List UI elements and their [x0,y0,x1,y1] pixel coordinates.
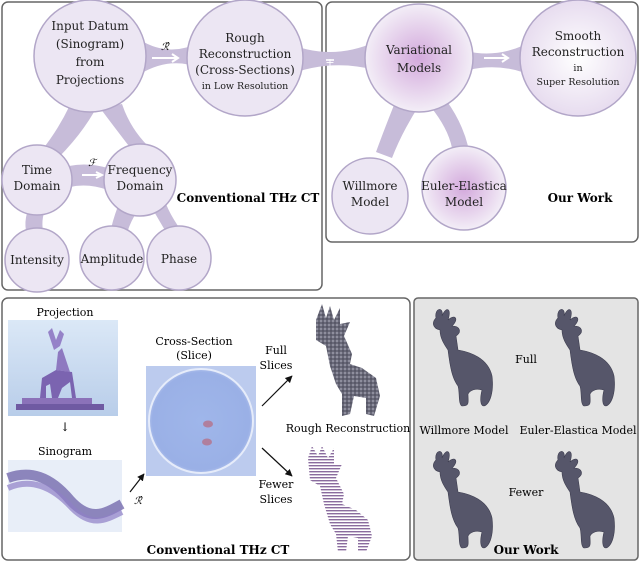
bubble-rough-reconstruction [186,0,304,117]
top-bubble-texts: Input Datum (Sinogram) from Projections … [10,19,624,267]
amplitude-label: Amplitude [80,252,144,266]
deer-euler-full [555,309,615,407]
our-work-label-bottom: Our Work [494,543,560,557]
fewer-slices-line1: Fewer [259,478,294,491]
operator-f: ℱ [88,158,98,169]
conventional-thz-ct-frame [1,1,323,291]
bubble-euler-elastica [421,145,507,231]
sinogram-title: Sinogram [38,445,93,458]
our-work-label-top: Our Work [548,191,614,205]
to-full-slices-arrow [261,375,293,407]
willmore-model-label: Willmore Model [420,424,509,437]
bubble-variational-models [364,3,474,113]
deer-willmore-full [433,309,493,407]
deer-euler-fewer [555,451,615,549]
operator-r-top: ℛ̂ [161,42,170,53]
fewer-slices-line2: Slices [260,493,293,506]
projection-image [8,320,118,416]
bubble-willmore [331,157,409,235]
projection-title: Projection [36,306,93,319]
cross-section-title-line1: Cross-Section [155,335,232,348]
input-datum-line3: from [76,55,105,69]
bubble-amplitude [79,225,145,291]
rough-recon-line2: Reconstruction [199,47,292,61]
smooth-recon-line2: Reconstruction [532,45,625,59]
input-datum-line2: (Sinogram) [56,37,124,51]
smooth-recon-line4: Super Resolution [536,77,619,88]
conventional-label-top: Conventional THz CT [177,191,320,205]
rough-reconstruction-label: Rough Reconstruction [286,422,411,435]
rough-recon-line1: Rough [225,31,265,45]
our-work-frame [325,1,639,243]
conventional-label-bottom: Conventional THz CT [147,543,290,557]
smooth-recon-line3: in [573,63,582,74]
bottom-conventional-frame [1,297,411,561]
euler-line1: Euler-Elastica [421,179,507,193]
bubble-time-domain [1,144,73,216]
connector-arrows [82,53,510,179]
willmore-line2: Model [351,195,389,209]
willmore-line1: Willmore [342,179,397,193]
frequency-domain-line1: Frequency [108,163,173,177]
sinogram-image [6,460,125,532]
fewer-label: Fewer [509,486,544,499]
smooth-deer-group [433,309,615,549]
cross-section-title-line2: (Slice) [176,349,212,362]
variational-line2: Models [397,61,441,75]
frequency-domain-line2: Domain [117,179,164,193]
full-label: Full [515,353,537,366]
rough-recon-line4: in Low Resolution [202,81,289,92]
rough-deer-full [316,304,380,416]
full-slices-line2: Slices [260,359,293,372]
bubble-smooth-reconstruction [519,0,637,117]
bubble-frequency-domain [103,143,177,217]
time-domain-line1: Time [22,163,52,177]
rough-deer-fewer [308,446,372,552]
plus-label: + [325,56,334,69]
sinogram-to-slice-arrow [129,473,145,493]
bubble-input-datum [33,0,147,113]
operator-r-bottom: ℛ̂ [134,496,143,507]
bubble-intensity [4,227,70,293]
time-domain-line2: Domain [14,179,61,193]
euler-line2: Model [445,195,483,209]
projection-to-sinogram-arrow: ↓ [60,420,70,434]
smooth-recon-line1: Smooth [555,29,602,43]
deer-willmore-fewer [433,451,493,549]
rough-recon-line3: (Cross-Sections) [195,63,295,77]
input-datum-line4: Projections [56,73,124,87]
bubble-phase [146,225,212,291]
intensity-label: Intensity [10,253,64,267]
phase-label: Phase [161,252,197,266]
input-datum-line1: Input Datum [51,19,129,33]
full-slices-line1: Full [265,344,287,357]
variational-line1: Variational [385,43,452,57]
to-fewer-slices-arrow [261,447,293,477]
euler-model-label: Euler-Elastica Model [520,424,637,437]
cross-section-image [146,366,256,476]
